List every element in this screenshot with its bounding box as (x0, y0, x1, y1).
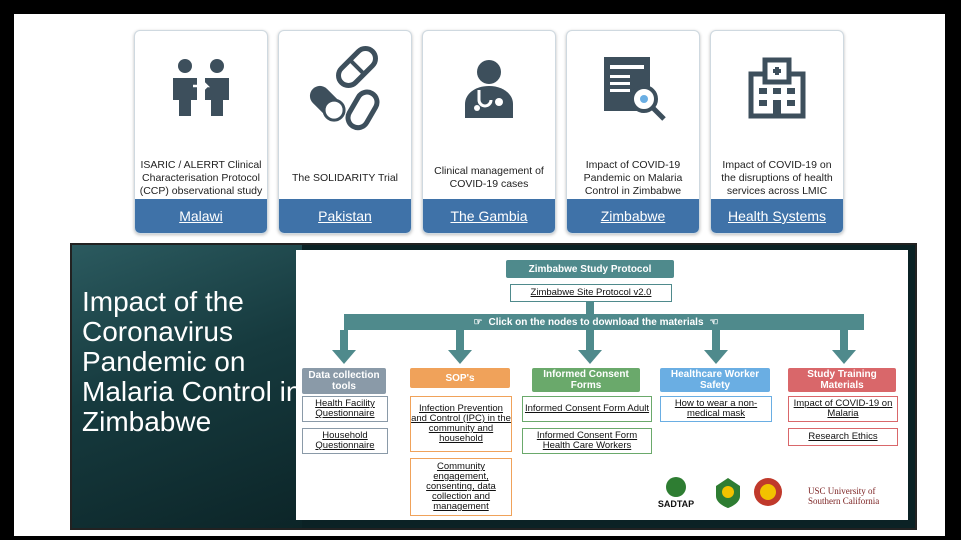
zimbabwe-coat-of-arms-icon (710, 474, 746, 510)
header-data-collection[interactable]: Data collection tools (302, 368, 386, 394)
header-informed-consent[interactable]: Informed Consent Forms (532, 368, 640, 392)
card-description: ISARIC / ALERRT Clinical Characterisatio… (139, 158, 263, 197)
header-worker-safety[interactable]: Healthcare Worker Safety (660, 368, 770, 392)
pills-icon (279, 45, 411, 131)
connector (586, 302, 594, 316)
link-research-ethics[interactable]: Research Ethics (788, 428, 898, 446)
card-description: Impact of COVID-19 Pandemic on Malaria C… (583, 158, 683, 197)
card-pakistan[interactable]: The SOLIDARITY Trial Pakistan (278, 30, 412, 234)
card-health-systems[interactable]: Impact of COVID-19 on the disruptions of… (710, 30, 844, 234)
connector (840, 330, 848, 352)
protocol-diagram: Zimbabwe Study Protocol Zimbabwe Site Pr… (296, 250, 908, 520)
card-description: Impact of COVID-19 on the disruptions of… (721, 158, 833, 197)
card-gambia[interactable]: Clinical management of COVID-19 cases Th… (422, 30, 556, 234)
tab-pakistan[interactable]: Pakistan (279, 199, 411, 233)
download-instruction: ☞ Click on the nodes to download the mat… (473, 316, 719, 328)
protocol-heading: Zimbabwe Study Protocol (506, 260, 674, 278)
connector (712, 330, 720, 352)
link-health-facility-questionnaire[interactable]: Health Facility Questionnaire (302, 396, 388, 422)
card-description: Clinical management of COVID-19 cases (434, 165, 544, 190)
card-malawi[interactable]: ISARIC / ALERRT Clinical Characterisatio… (134, 30, 268, 234)
svg-text:SADTAP: SADTAP (658, 499, 694, 509)
tab-malawi[interactable]: Malawi (135, 199, 267, 233)
ministry-seal-icon (750, 474, 786, 510)
tab-zimbabwe[interactable]: Zimbabwe (567, 199, 699, 233)
connector-bar (344, 314, 864, 330)
usc-logo: USC University of Southern California (808, 486, 880, 506)
hand-pointer-icon: ☞ (473, 316, 483, 328)
link-household-questionnaire[interactable]: Household Questionnaire (302, 428, 388, 454)
card-description: The SOLIDARITY Trial (291, 171, 398, 184)
header-training[interactable]: Study Training Materials (788, 368, 896, 392)
link-community-engagement-sop[interactable]: Community engagement, consenting, data c… (410, 458, 512, 516)
link-ipc-sop[interactable]: Infection Prevention and Control (IPC) i… (410, 396, 512, 452)
site-protocol-link[interactable]: Zimbabwe Site Protocol v2.0 (510, 284, 672, 302)
hospital-icon (711, 45, 843, 131)
person-transfer-icon (135, 45, 267, 131)
arrow-down-icon (578, 350, 602, 364)
doctor-icon (423, 45, 555, 131)
sadtap-logo: SADTAP (646, 476, 706, 510)
arrow-down-icon (332, 350, 356, 364)
document-search-icon (567, 45, 699, 131)
tab-the-gambia[interactable]: The Gambia (423, 199, 555, 233)
panel-background (72, 245, 302, 528)
card-zimbabwe[interactable]: Impact of COVID-19 Pandemic on Malaria C… (566, 30, 700, 234)
header-sops[interactable]: SOP's (410, 368, 510, 388)
connector (456, 330, 464, 352)
link-consent-adult[interactable]: Informed Consent Form Adult (522, 396, 652, 422)
hand-pointer-icon: ☜ (709, 316, 719, 328)
tab-health-systems[interactable]: Health Systems (711, 199, 843, 233)
arrow-down-icon (832, 350, 856, 364)
arrow-down-icon (448, 350, 472, 364)
link-consent-hcw[interactable]: Informed Consent Form Health Care Worker… (522, 428, 652, 454)
panel-title: Impact of the Coronavirus Pandemic on Ma… (82, 286, 302, 437)
link-impact-covid-malaria[interactable]: Impact of COVID-19 on Malaria (788, 396, 898, 422)
connector (340, 330, 348, 352)
slide-panel: Impact of the Coronavirus Pandemic on Ma… (72, 245, 915, 528)
connector (586, 330, 594, 352)
arrow-down-icon (704, 350, 728, 364)
link-mask-guide[interactable]: How to wear a non-medical mask (660, 396, 772, 422)
